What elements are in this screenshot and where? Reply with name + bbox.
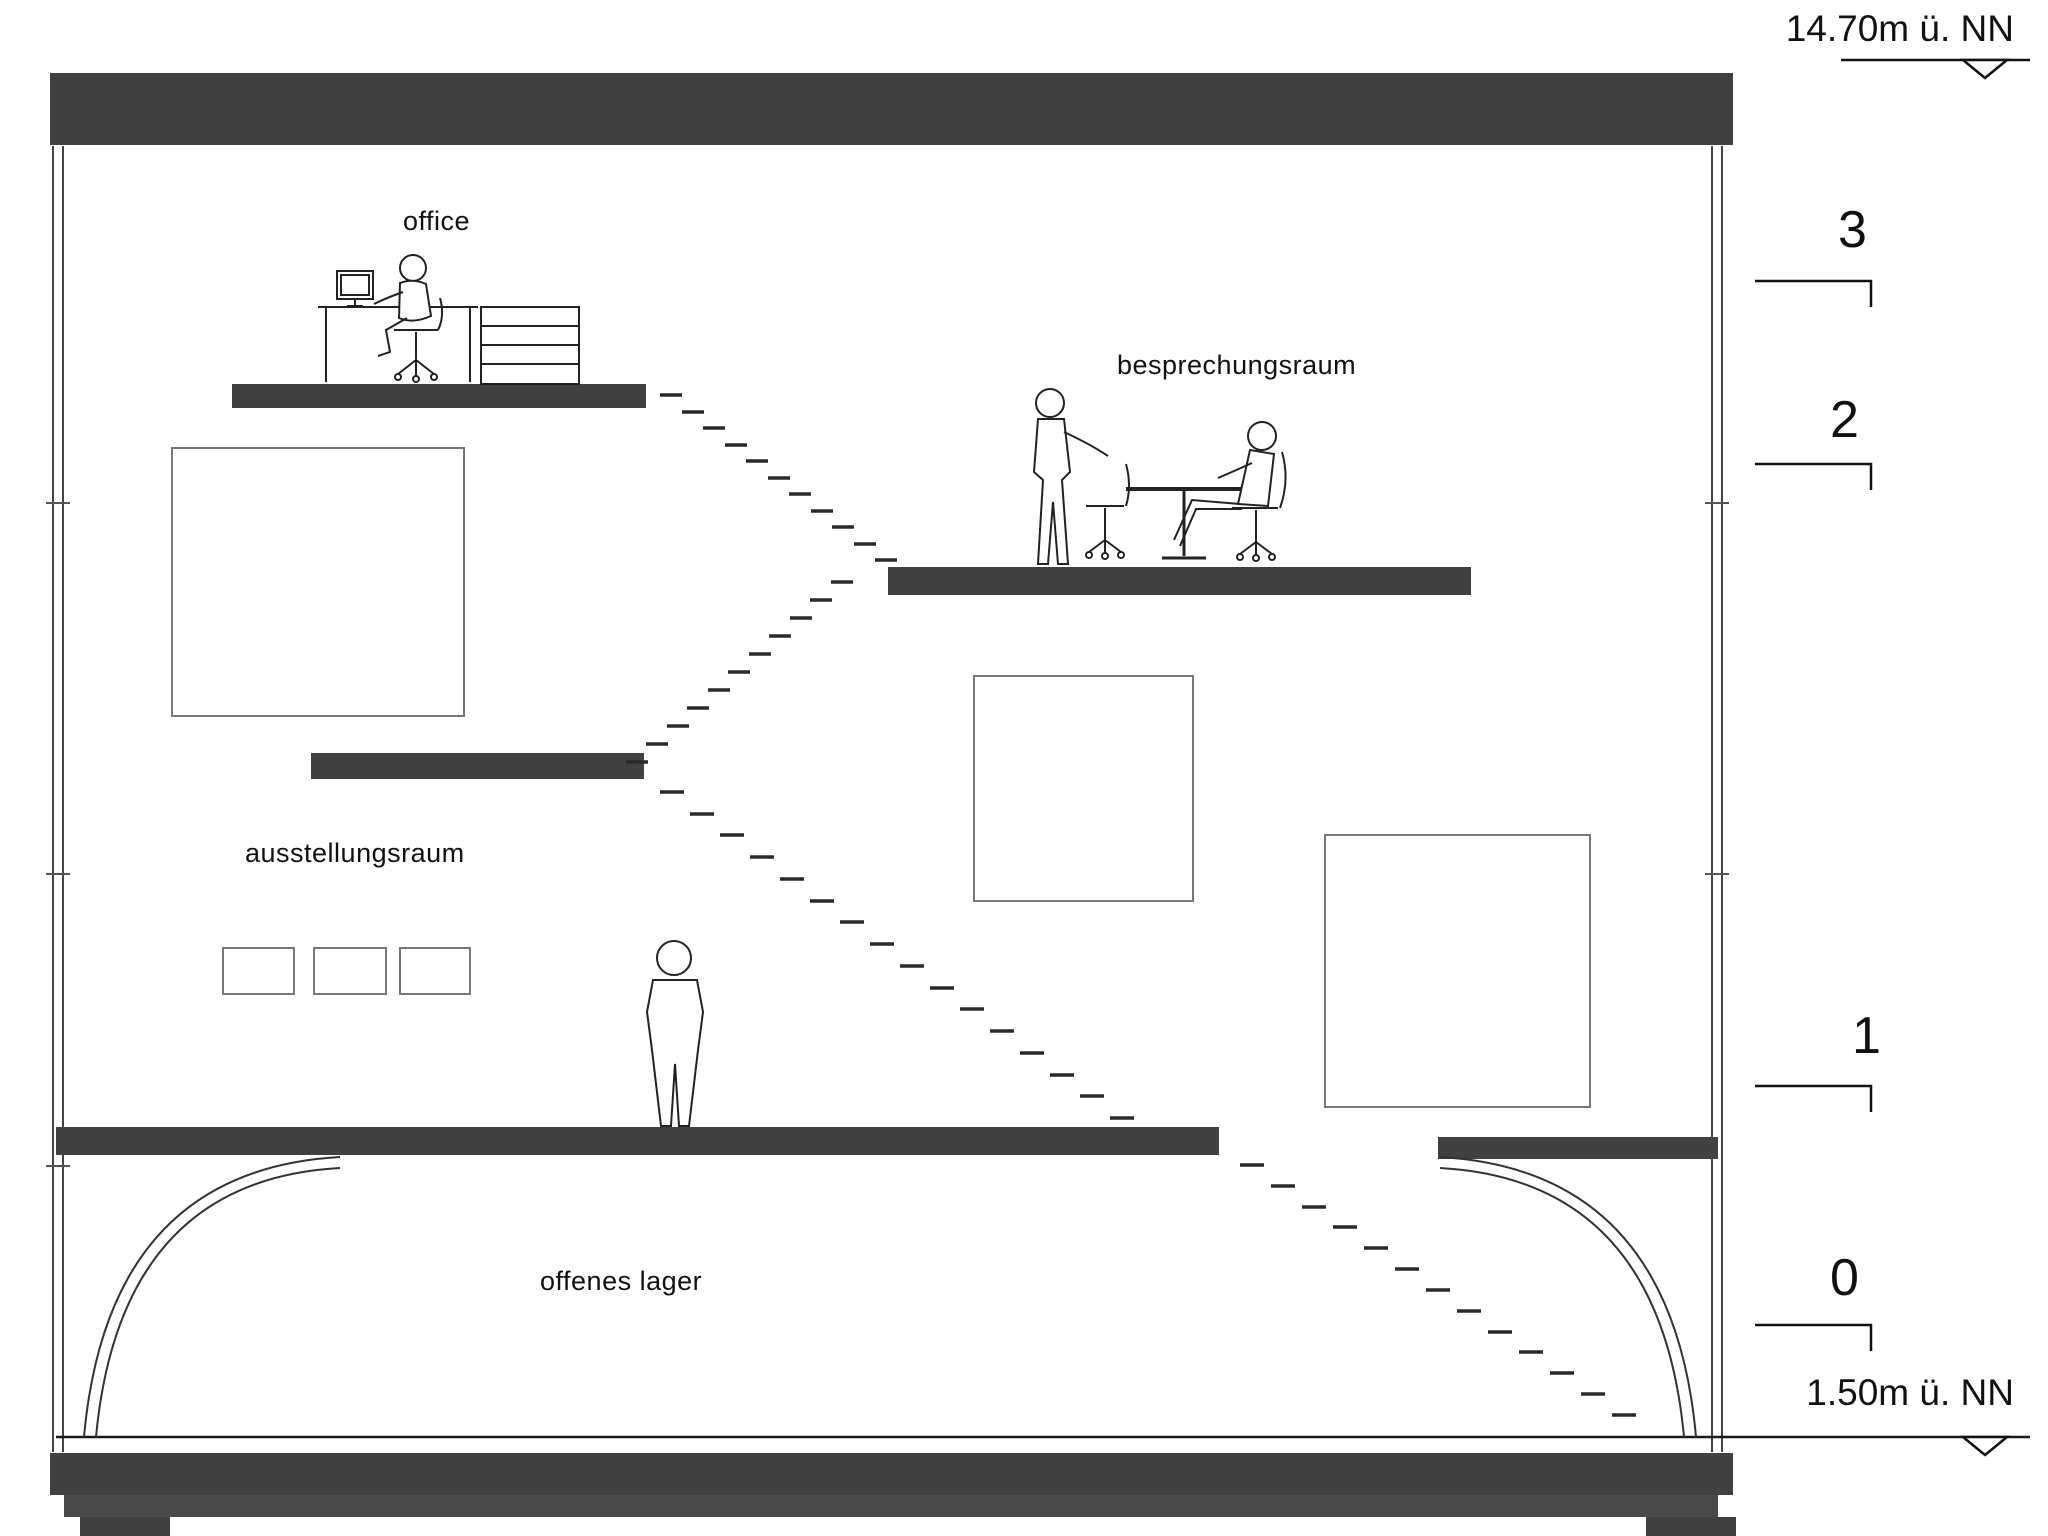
meeting-scene — [1032, 388, 1287, 565]
level-number-0: 0 — [1830, 1249, 1859, 1307]
label-open-storage: offenes lager — [540, 1266, 703, 1296]
level-number-2: 2 — [1830, 391, 1859, 449]
office-person — [373, 254, 433, 357]
right-wall — [1705, 146, 1729, 1452]
level-number-3: 3 — [1838, 201, 1867, 259]
storage-curve-left — [83, 1156, 341, 1438]
elevation-marker-top — [1841, 58, 2030, 80]
label-exhibition-room: ausstellungsraum — [245, 838, 465, 868]
level-bracket-3 — [1755, 279, 1873, 307]
level-bracket-1 — [1755, 1084, 1873, 1112]
stair-flight-lower — [1240, 1163, 1636, 1417]
elevation-triangle-bottom — [1959, 1435, 2011, 1457]
frame-middle — [973, 675, 1194, 902]
office-chair — [394, 297, 444, 383]
stair-flight-return — [626, 580, 853, 764]
meeting-standing-person — [1032, 388, 1109, 565]
exhibition-platform-slab — [311, 753, 644, 779]
elevation-marker-bottom — [1959, 1435, 2011, 1457]
frame-small-3 — [399, 947, 471, 995]
label-office: office — [403, 206, 471, 236]
elevation-triangle-top — [1959, 58, 2011, 80]
elevation-text-top: 14.70m ü. NN — [1785, 8, 2014, 49]
office-desk — [318, 306, 478, 382]
level-number-1: 1 — [1852, 1007, 1881, 1065]
frame-right — [1324, 834, 1591, 1108]
left-wall — [46, 146, 70, 1452]
drawer-unit — [480, 306, 580, 385]
foundation-band — [64, 1495, 1718, 1517]
frame-small-2 — [313, 947, 387, 995]
level-bracket-0 — [1755, 1323, 1873, 1351]
stairs — [626, 393, 1636, 1417]
frame-large-left — [171, 447, 465, 717]
roof-slab — [50, 73, 1733, 145]
stair-flight-upper — [660, 393, 897, 562]
storage-curve-right — [1439, 1156, 1697, 1438]
footing-right — [1646, 1517, 1736, 1536]
right-floor-slab — [1438, 1137, 1718, 1159]
office-scene — [318, 254, 580, 385]
office-platform-slab — [232, 384, 646, 408]
meeting-table — [1126, 487, 1246, 560]
level-brackets — [1755, 279, 1873, 1351]
computer-monitor — [336, 270, 374, 307]
frame-small-1 — [222, 947, 295, 995]
meeting-chair-right — [1232, 451, 1287, 562]
meeting-chair-left — [1085, 463, 1130, 560]
footing-left — [80, 1517, 170, 1536]
stair-flight-middle — [660, 790, 1134, 1120]
ground-slab — [50, 1453, 1733, 1495]
wall-frames — [171, 447, 1591, 1108]
main-floor-slab — [56, 1127, 1219, 1155]
meeting-room-slab — [888, 567, 1471, 595]
level-bracket-2 — [1755, 462, 1873, 490]
floor-standing-person — [645, 940, 705, 1127]
meeting-seated-person — [1173, 421, 1277, 547]
elevation-text-bottom: 1.50m ü. NN — [1806, 1372, 2014, 1413]
label-meeting-room: besprechungsraum — [1117, 350, 1357, 380]
